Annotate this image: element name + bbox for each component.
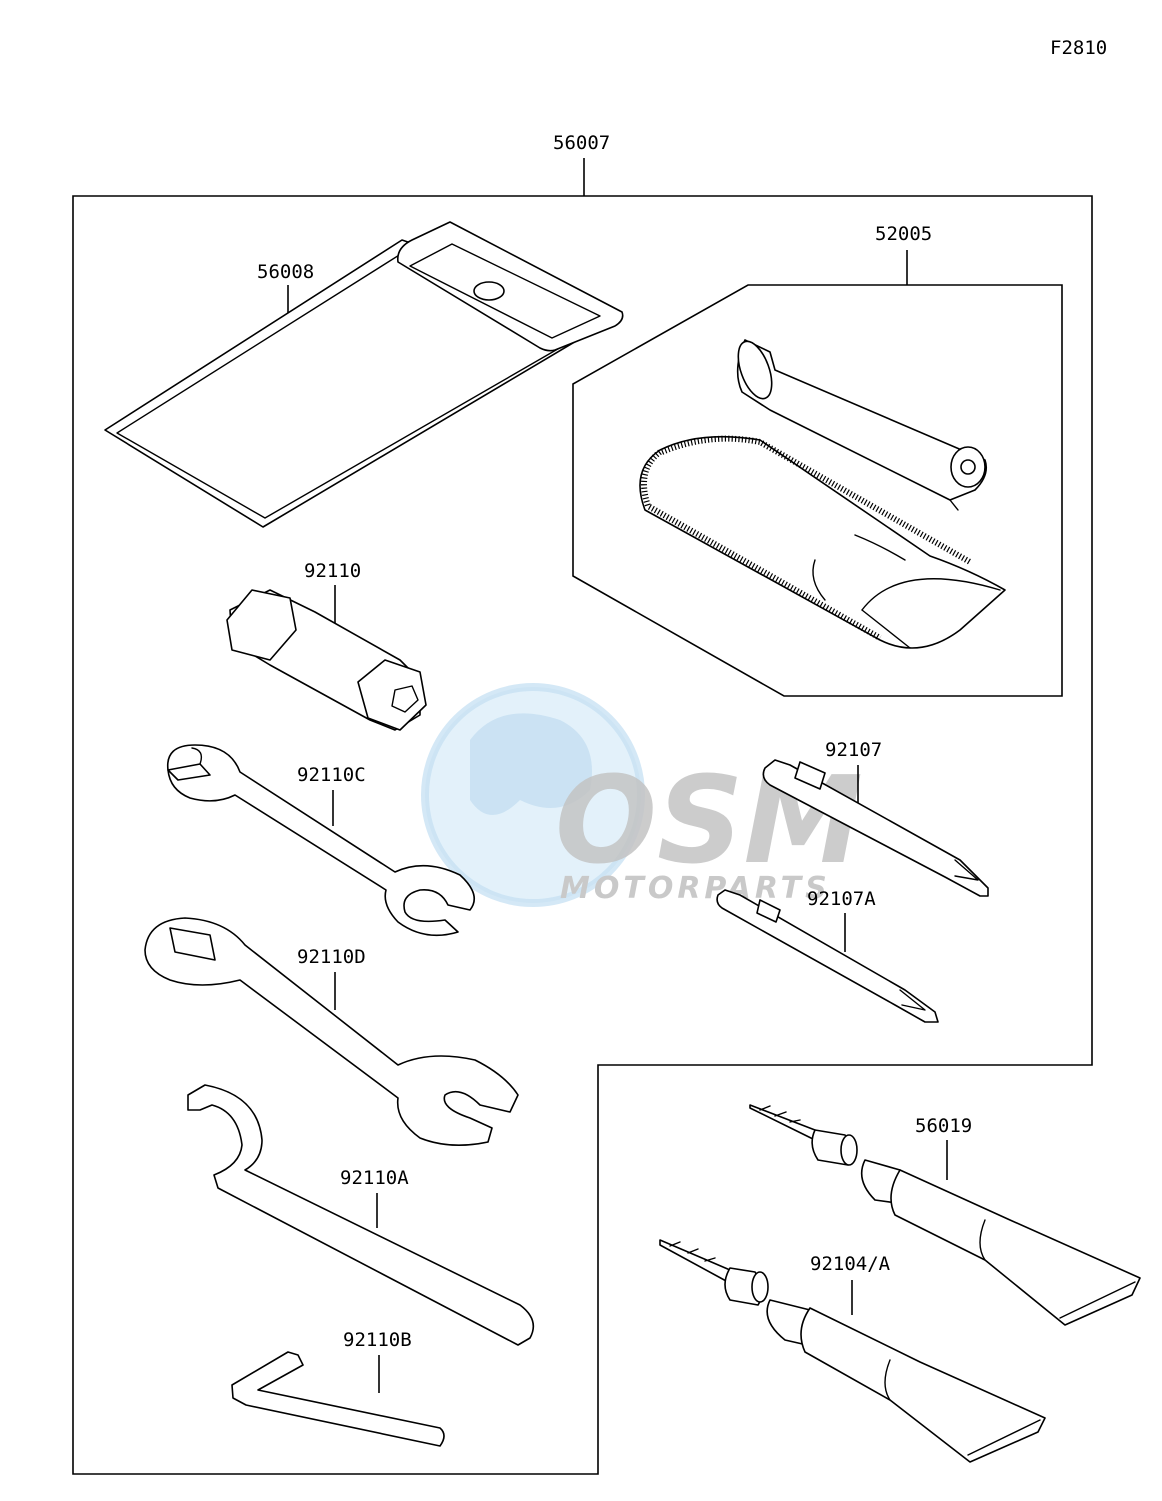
hex-key: 92110B (231, 1329, 445, 1447)
label-wrench-c: 92110C (297, 764, 366, 786)
label-pouch: 56008 (257, 261, 314, 283)
label-hook-wrench: 92110A (340, 1167, 409, 1189)
label-grease-a: 92104/A (810, 1253, 891, 1275)
shock-tool-set: 52005 (572, 223, 1063, 697)
tool-pouch: 56008 (104, 221, 624, 528)
kit-frame (72, 195, 1093, 1475)
label-screwdriver-a: 92107A (807, 888, 876, 910)
label-screwdriver: 92107 (825, 739, 882, 761)
plug-wrench: 92110 (226, 560, 427, 731)
label-shock-tool: 52005 (875, 223, 932, 245)
figure-code: F2810 (1050, 37, 1107, 59)
grease-tube-a: 92104/A (659, 1239, 1046, 1463)
label-kit: 56007 (553, 132, 610, 154)
open-end-wrench-small: 92110C (166, 744, 476, 937)
watermark: OSM MOTORPARTS (421, 683, 863, 907)
grease-tube: 56019 (749, 1104, 1141, 1326)
label-plug-wrench: 92110 (304, 560, 361, 582)
hook-wrench: 92110A (187, 1084, 535, 1346)
screwdriver: 92107 (762, 739, 989, 897)
watermark-subtext: MOTORPARTS (560, 871, 831, 906)
open-end-wrench-large: 92110D (144, 917, 519, 1146)
screwdriver-a: 92107A (716, 888, 939, 1023)
label-wrench-d: 92110D (297, 946, 366, 968)
label-grease: 56019 (915, 1115, 972, 1137)
label-hex-key: 92110B (343, 1329, 412, 1351)
